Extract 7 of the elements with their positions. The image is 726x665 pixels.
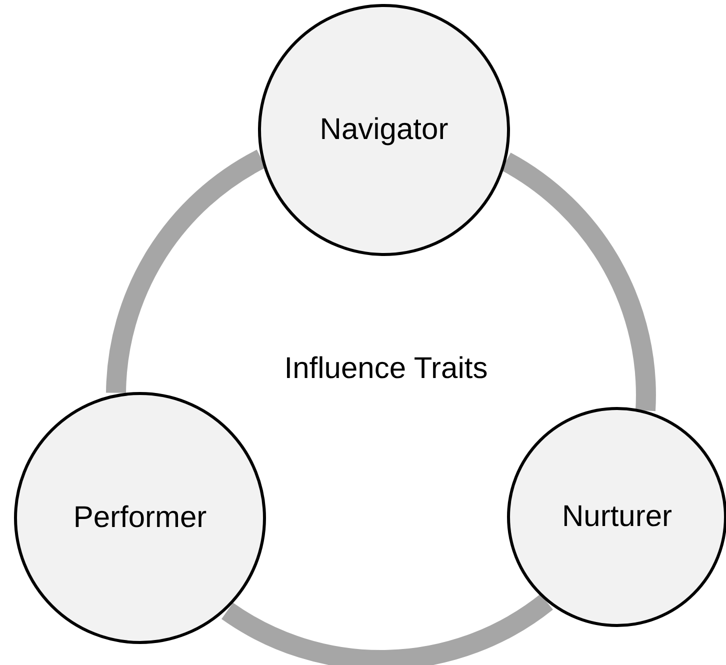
ring-arc-connector xyxy=(222,594,552,665)
node-label: Navigator xyxy=(320,113,448,147)
node-label: Performer xyxy=(73,501,207,535)
ring-arc-connector xyxy=(106,150,266,394)
node-label: Nurturer xyxy=(562,500,672,534)
center-label: Influence Traits xyxy=(284,352,488,386)
ring-arc-connector xyxy=(500,152,656,411)
